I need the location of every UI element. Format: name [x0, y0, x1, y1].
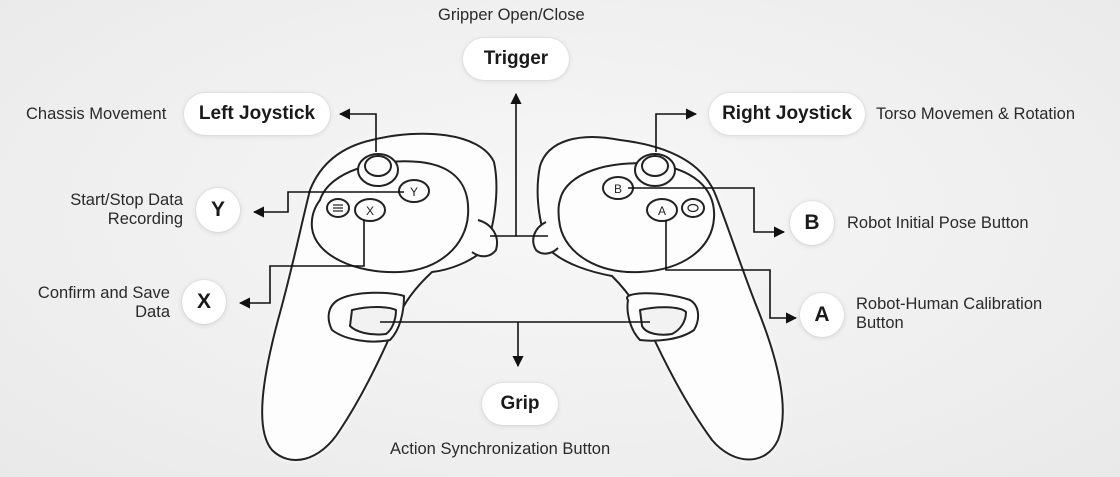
trigger-description: Gripper Open/Close	[438, 6, 585, 24]
left-controller	[261, 132, 498, 461]
y-description-line1: Start/Stop Data	[70, 191, 183, 209]
x-description-line2: Data	[135, 303, 170, 321]
grip-description: Action Synchronization Button	[390, 440, 611, 458]
x-button-badge: X	[182, 280, 226, 324]
b-description: Robot Initial Pose Button	[847, 214, 1029, 232]
b-callout-line	[628, 187, 786, 238]
a-description-line1: Robot-Human Calibration	[856, 295, 1043, 313]
menu-glyph	[333, 204, 343, 212]
right-controller	[532, 136, 784, 461]
a-callout-line	[665, 220, 798, 324]
b-glyph: B	[614, 182, 622, 196]
oculus-glyph	[687, 203, 699, 213]
a-description-line2: Button	[856, 314, 904, 332]
right-joystick-description: Torso Movemen & Rotation	[876, 105, 1076, 123]
a-description: Robot-Human Calibration Button	[856, 295, 1042, 333]
x-description-line1: Confirm and Save	[37, 284, 170, 302]
right-joystick-callout-line	[655, 108, 698, 152]
x-glyph: X	[366, 204, 374, 218]
left-joystick-label: Left Joystick	[184, 93, 330, 135]
y-glyph: Y	[410, 185, 418, 199]
right-joystick-label: Right Joystick	[709, 93, 865, 135]
x-description: Confirm and Save Data	[20, 284, 170, 322]
trigger-label: Trigger	[463, 38, 569, 80]
y-callout-line	[252, 191, 404, 218]
y-description-line2: Recording	[107, 210, 183, 228]
a-button-badge: A	[800, 293, 844, 337]
callout-lines	[238, 92, 798, 368]
x-callout-line	[238, 220, 365, 309]
grip-label: Grip	[482, 383, 558, 425]
b-button-badge: B	[790, 201, 834, 245]
y-description: Start/Stop Data Recording	[40, 191, 183, 229]
left-joystick-callout-line	[338, 108, 377, 152]
y-button-badge: Y	[196, 188, 240, 232]
a-glyph: A	[658, 204, 666, 218]
left-joystick-description: Chassis Movement	[26, 105, 167, 123]
